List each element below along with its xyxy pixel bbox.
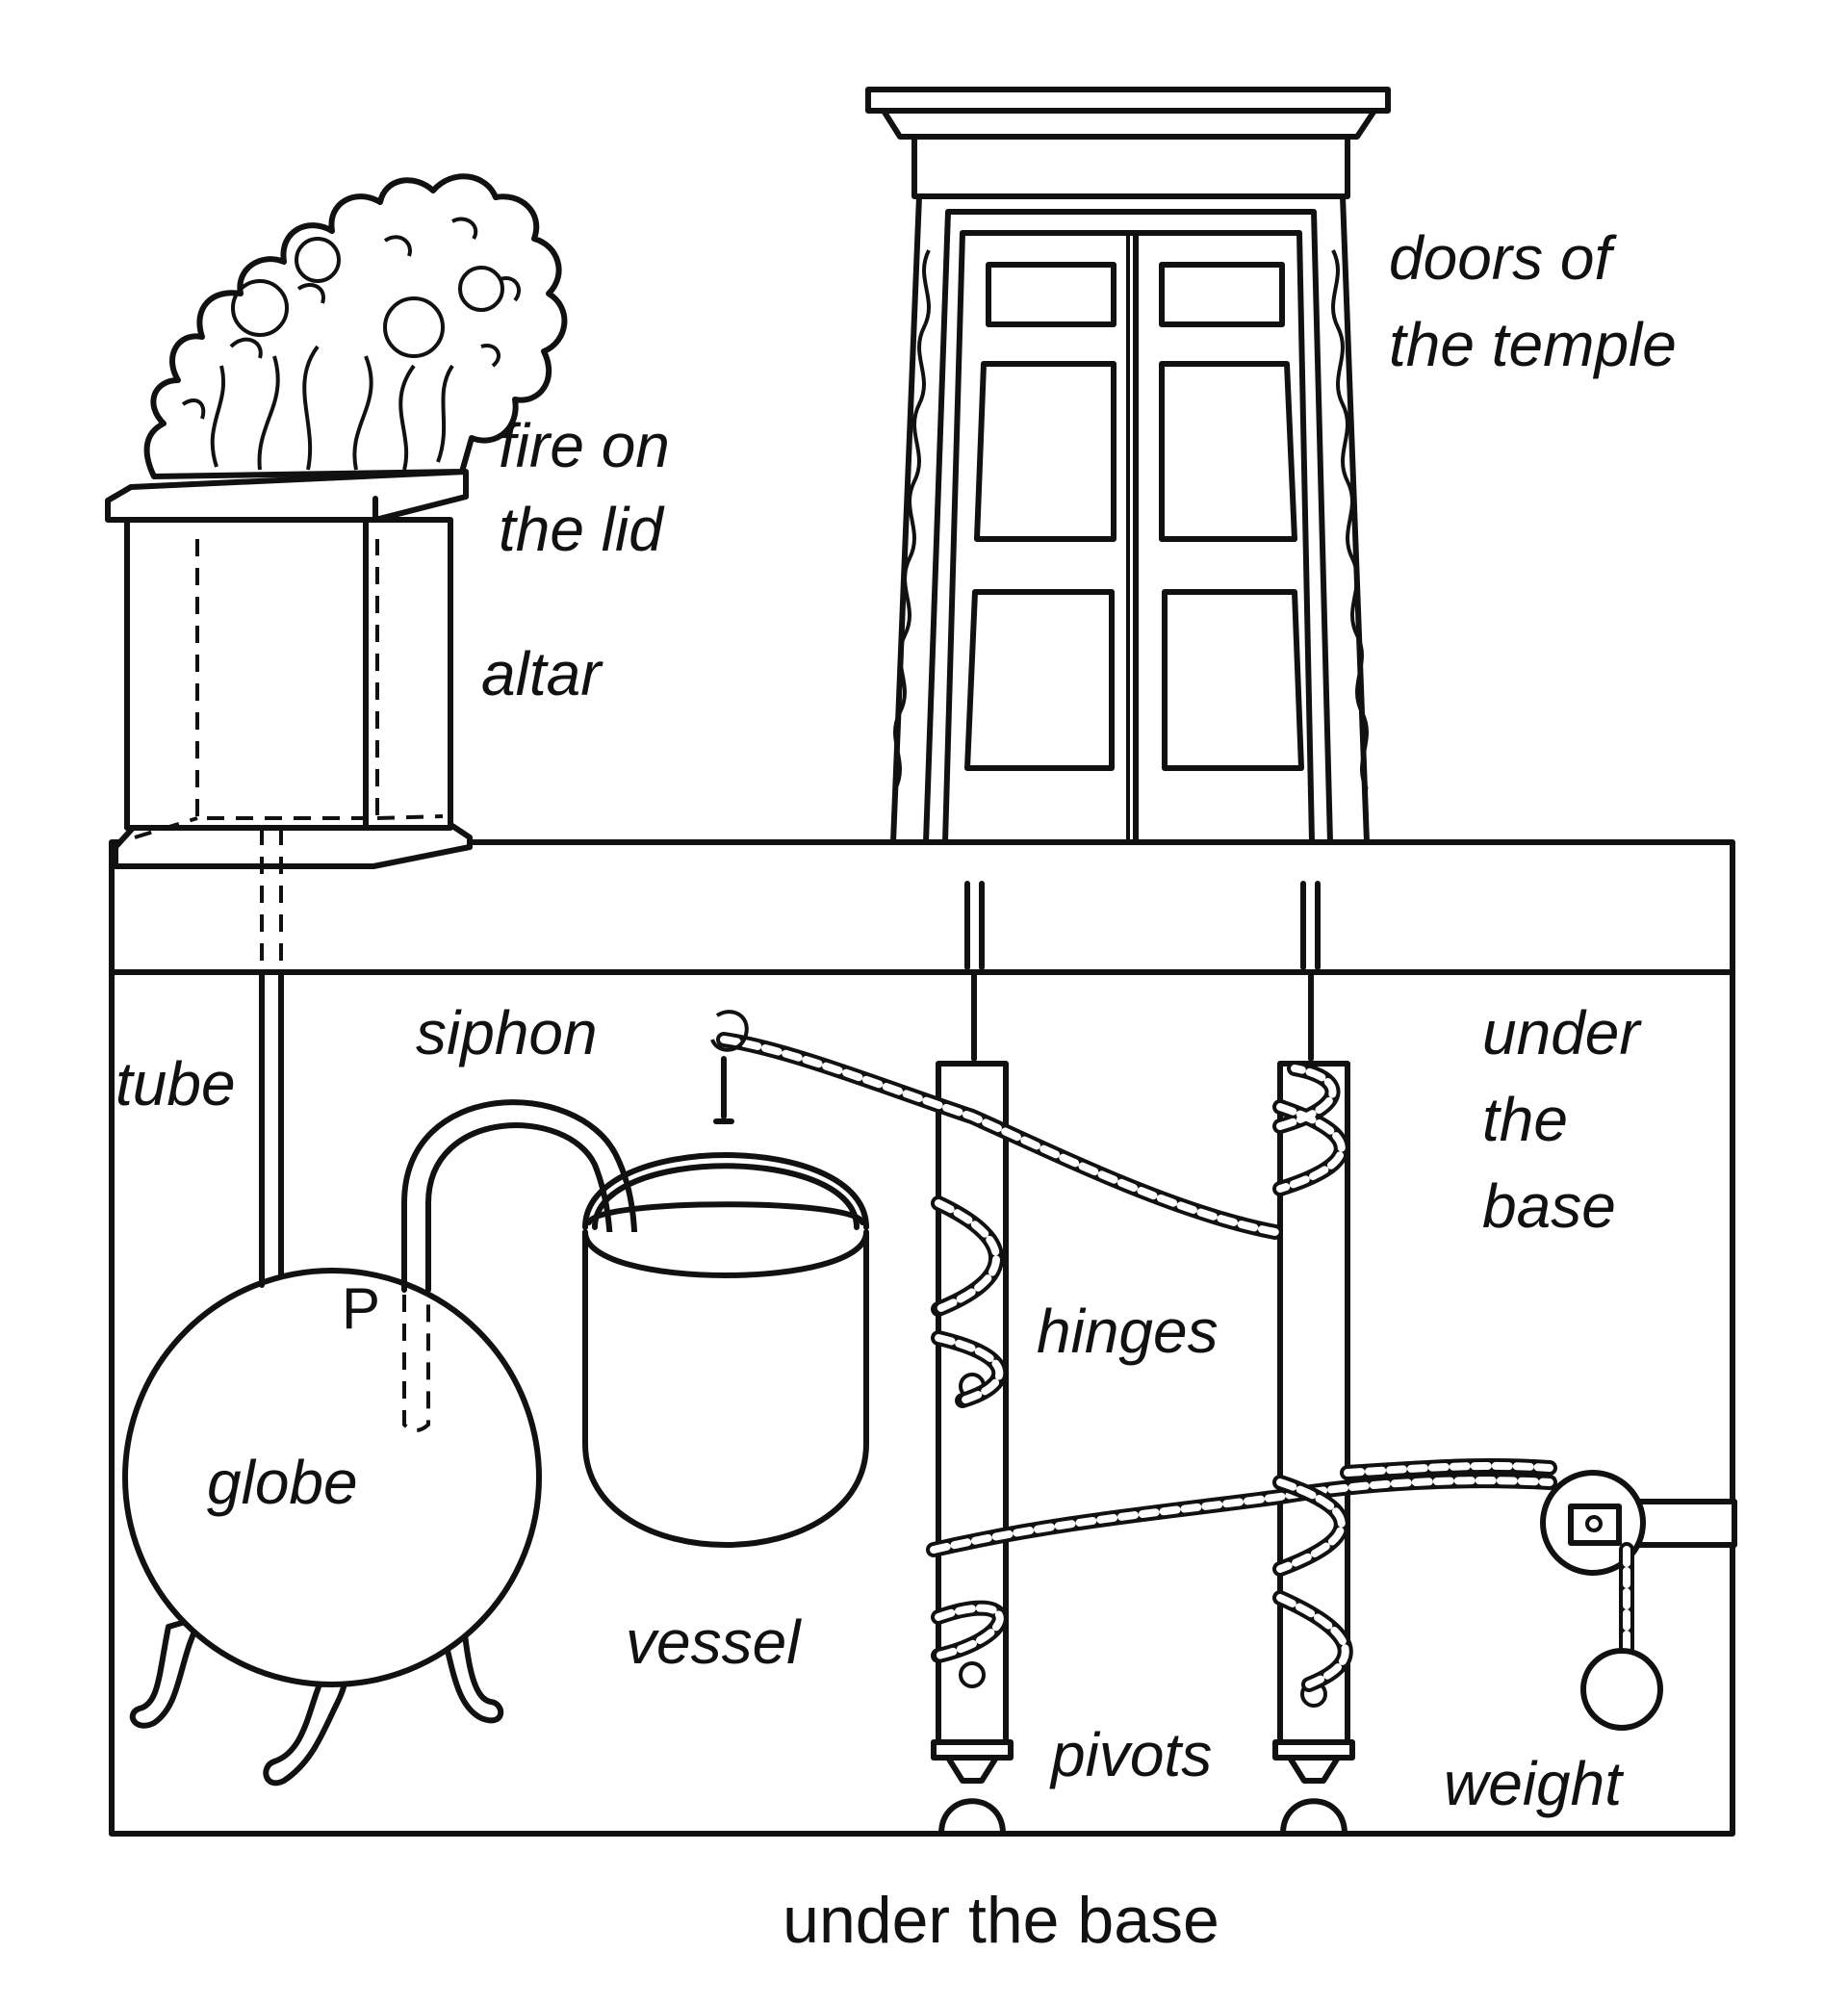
label-tube: tube: [116, 1049, 236, 1118]
label-vessel: vessel: [626, 1607, 802, 1677]
vessel: [582, 1056, 869, 1548]
label-point-p: P: [342, 1276, 380, 1341]
caption-under-the-base: under the base: [783, 1884, 1219, 1957]
label-under-the-base-line3: base: [1482, 1171, 1616, 1241]
fire-illustration: [143, 173, 568, 479]
label-pivots: pivots: [1049, 1720, 1212, 1789]
pulley-and-weight: [1540, 1470, 1737, 1731]
label-under-the-base-line2: the: [1482, 1085, 1568, 1154]
label-under-the-base-line1: under: [1482, 998, 1642, 1067]
altar: [105, 469, 473, 869]
label-siphon: siphon: [416, 998, 598, 1067]
label-doors-line2: the temple: [1389, 310, 1677, 379]
globe: [122, 1268, 542, 1787]
ropes: [710, 1010, 1557, 1692]
label-fire-line2: the lid: [499, 495, 665, 564]
label-hinges: hinges: [1037, 1297, 1219, 1366]
label-doors-line1: doors of: [1389, 223, 1617, 293]
label-fire-line1: fire on: [499, 411, 670, 480]
label-altar: altar: [481, 639, 603, 708]
label-globe: globe: [207, 1448, 358, 1517]
temple-doors: [865, 87, 1391, 845]
label-weight: weight: [1444, 1749, 1624, 1818]
